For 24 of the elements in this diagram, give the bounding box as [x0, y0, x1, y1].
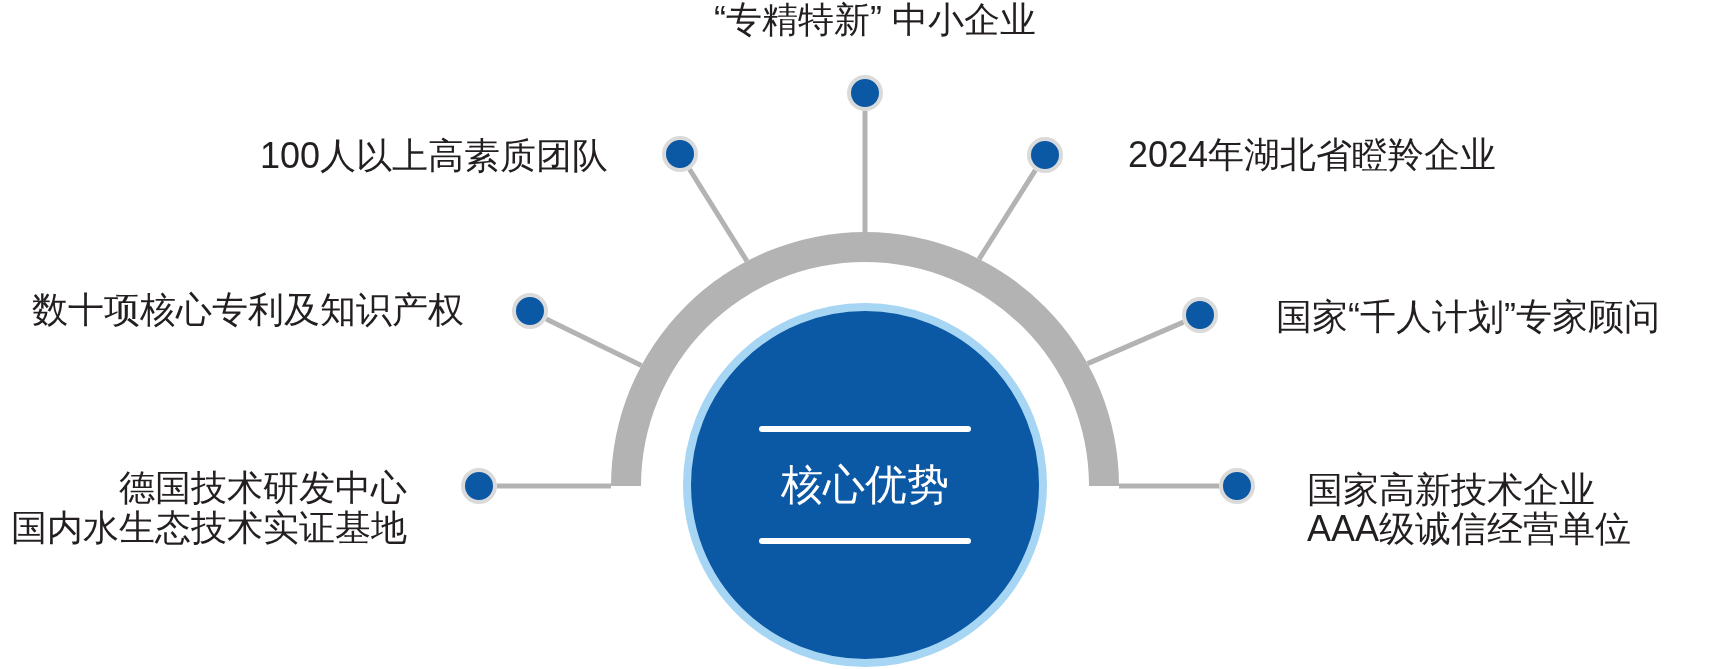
connector-line — [545, 316, 643, 368]
connector-line — [1119, 483, 1219, 489]
advantage-text: 100人以上高素质团队 — [259, 136, 608, 176]
advantage-text: AAA级诚信经营单位 — [1307, 509, 1632, 549]
connector-line — [977, 168, 1038, 261]
connector-line — [862, 111, 868, 232]
advantage-text: 国家高新技术企业 — [1307, 470, 1595, 510]
advantage-text: “专精特新” 中小企业 — [714, 0, 1036, 40]
marker-dot — [461, 468, 497, 504]
marker-dot — [1182, 297, 1218, 333]
advantage-text: 数十项核心专利及知识产权 — [32, 290, 464, 330]
marker-dot — [662, 136, 698, 172]
marker-dot — [1219, 468, 1255, 504]
advantage-text: 德国技术研发中心 — [119, 468, 407, 508]
connector-line — [1086, 319, 1185, 366]
advantage-text: 国内水生态技术实证基地 — [11, 508, 407, 548]
advantage-text: 2024年湖北省瞪羚企业 — [1128, 135, 1497, 175]
marker-dot — [512, 293, 548, 329]
connector-line — [687, 167, 750, 263]
marker-dot — [1027, 137, 1063, 173]
advantage-text: 国家“千人计划”专家顾问 — [1276, 297, 1660, 337]
marker-dot — [847, 75, 883, 111]
center-title: 核心优势 — [781, 461, 949, 509]
connector-line — [497, 483, 611, 489]
